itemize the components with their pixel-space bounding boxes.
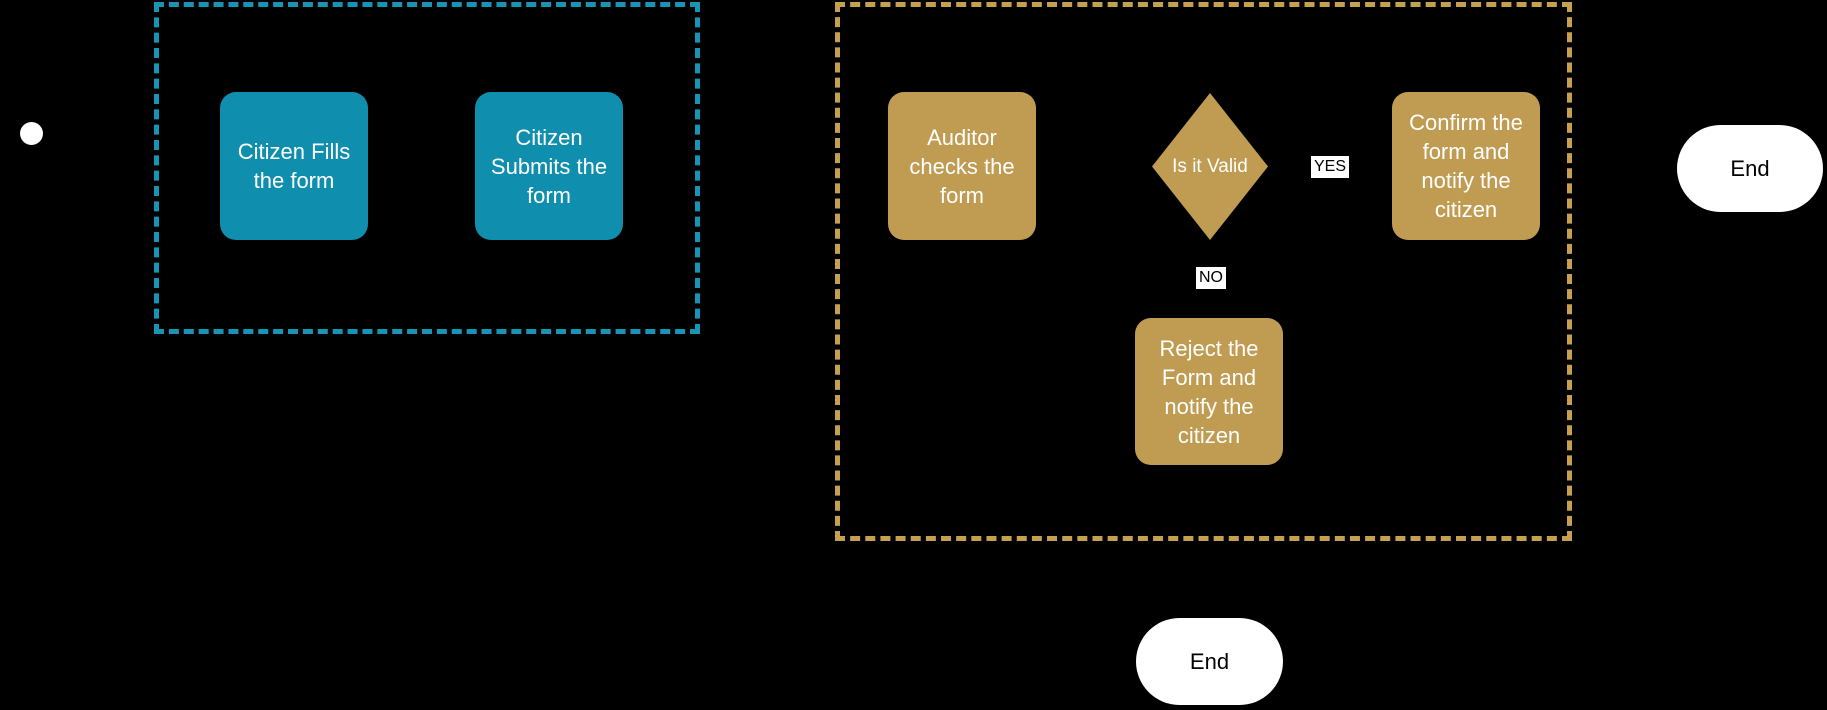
task-node-citizen-fills-form: Citizen Fills the form — [220, 92, 368, 240]
task-node-auditor-checks-form: Auditor checks the form — [888, 92, 1036, 240]
task-node-label: Citizen Fills the form — [237, 139, 351, 193]
edge-label-yes: YES — [1311, 156, 1350, 178]
auditor-subgraph-box — [835, 2, 1572, 541]
edge-label-no: NO — [1196, 267, 1226, 289]
task-node-confirm-and-notify: Confirm the form and notify the citizen — [1392, 92, 1540, 240]
end-node-label: End — [1730, 155, 1770, 181]
task-node-label: Confirm the form and notify the citizen — [1409, 110, 1523, 222]
citizen-subgraph-box — [154, 2, 700, 334]
task-node-citizen-submits-form: Citizen Submits the form — [475, 92, 623, 240]
task-node-label: Citizen Submits the form — [490, 124, 608, 208]
start-event-node — [20, 122, 43, 145]
task-node-label: Reject the Form and notify the citizen — [1159, 335, 1259, 448]
end-node-rejected-path: End — [1136, 618, 1283, 705]
end-node-label: End — [1189, 648, 1230, 674]
end-node-valid-path: End — [1677, 125, 1823, 212]
task-node-reject-and-notify: Reject the Form and notify the citizen — [1135, 318, 1283, 465]
decision-label: Is it Valid — [1172, 155, 1248, 177]
task-node-label: Auditor checks the form — [909, 124, 1015, 208]
